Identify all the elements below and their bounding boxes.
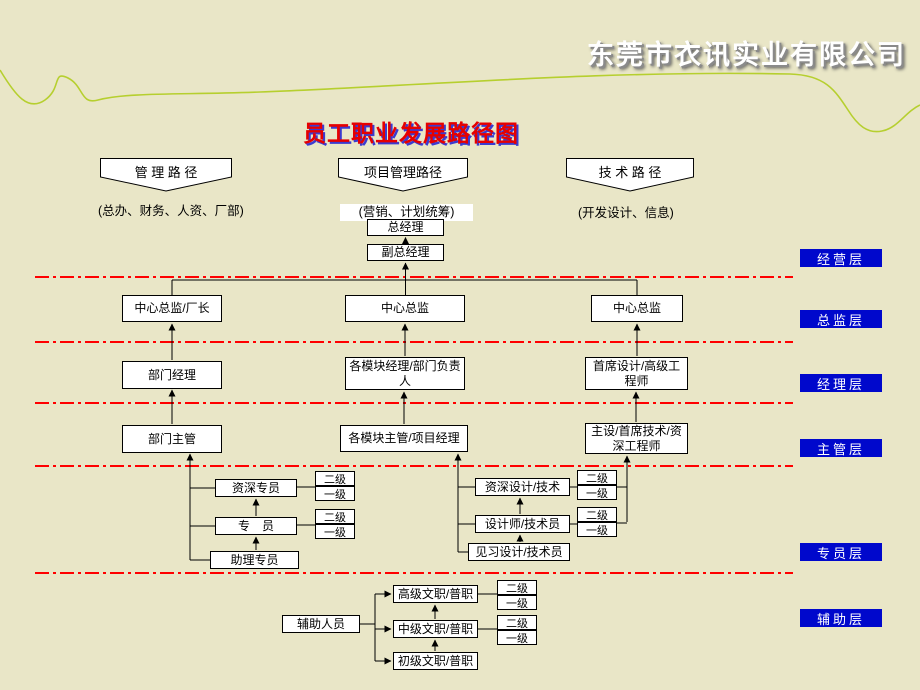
node-lead-engineer: 主设/首席技术/资深工程师: [585, 423, 688, 454]
grade-box: 二级: [315, 509, 355, 524]
grade-box: 二级: [577, 470, 617, 485]
node-designer: 设计师/技术员: [475, 515, 570, 533]
node-department-manager: 部门经理: [122, 361, 222, 389]
node-mid-clerk: 中级文职/普职: [393, 620, 478, 638]
node-auxiliary-staff: 辅助人员: [282, 615, 360, 633]
node-senior-designer: 资深设计/技术: [475, 478, 570, 496]
grade-box: 一级: [315, 486, 355, 501]
page-title: 员工职业发展路径图: [303, 120, 519, 146]
node-department-supervisor: 部门主管: [122, 425, 222, 453]
banner-shape: [338, 158, 468, 192]
banner-label: 技 术 路 径: [598, 165, 662, 180]
node-assistant-specialist: 助理专员: [210, 551, 299, 569]
node-center-director-technical: 中心总监: [591, 295, 683, 322]
node-center-director-project: 中心总监: [345, 295, 465, 322]
node-trainee-designer: 见习设计/技术员: [468, 543, 570, 561]
project-path-scope: (营销、计划统筹): [340, 204, 473, 221]
management-path-scope: (总办、财务、人资、厂部): [98, 204, 244, 218]
technical-path-scope: (开发设计、信息): [578, 206, 674, 220]
layer-badge-executive: 经营层: [800, 249, 882, 267]
grade-box: 二级: [497, 615, 537, 630]
banner-shape: [100, 158, 232, 192]
banner-technical-path: 技 术 路 径: [566, 158, 694, 192]
layer-badge-auxiliary: 辅助层: [800, 609, 882, 627]
node-senior-clerk: 高级文职/普职: [393, 585, 478, 603]
node-module-manager: 各模块经理/部门负责人: [345, 357, 465, 390]
banner-label: 项目管理路径: [363, 165, 442, 180]
grade-box: 二级: [577, 507, 617, 522]
grade-box: 二级: [497, 580, 537, 595]
banner-label: 管 理 路 径: [134, 165, 198, 180]
grade-box: 一级: [577, 485, 617, 500]
company-name: 东莞市衣讯实业有限公司: [587, 40, 906, 70]
banner-shape: [566, 158, 694, 192]
layer-badge-manager: 经理层: [800, 374, 882, 392]
banner-project-path: 项目管理路径: [338, 158, 468, 192]
node-chief-designer: 首席设计/高级工程师: [585, 357, 688, 390]
node-center-director-management: 中心总监/厂长: [122, 295, 222, 322]
layer-badge-specialist: 专员层: [800, 543, 882, 561]
grade-box: 一级: [577, 522, 617, 537]
grade-box: 一级: [315, 524, 355, 539]
node-module-supervisor: 各模块主管/项目经理: [340, 425, 468, 452]
grade-box: 一级: [497, 595, 537, 610]
grade-box: 一级: [497, 630, 537, 645]
layer-badge-director: 总监层: [800, 310, 882, 328]
banner-management-path: 管 理 路 径: [100, 158, 232, 192]
layer-badge-supervisor: 主管层: [800, 439, 882, 457]
node-junior-clerk: 初级文职/普职: [393, 652, 478, 670]
node-senior-specialist: 资深专员: [215, 479, 297, 497]
node-specialist: 专 员: [215, 517, 297, 535]
node-general-manager: 总经理: [367, 219, 444, 236]
grade-box: 二级: [315, 471, 355, 486]
node-deputy-general-manager: 副总经理: [367, 244, 444, 261]
